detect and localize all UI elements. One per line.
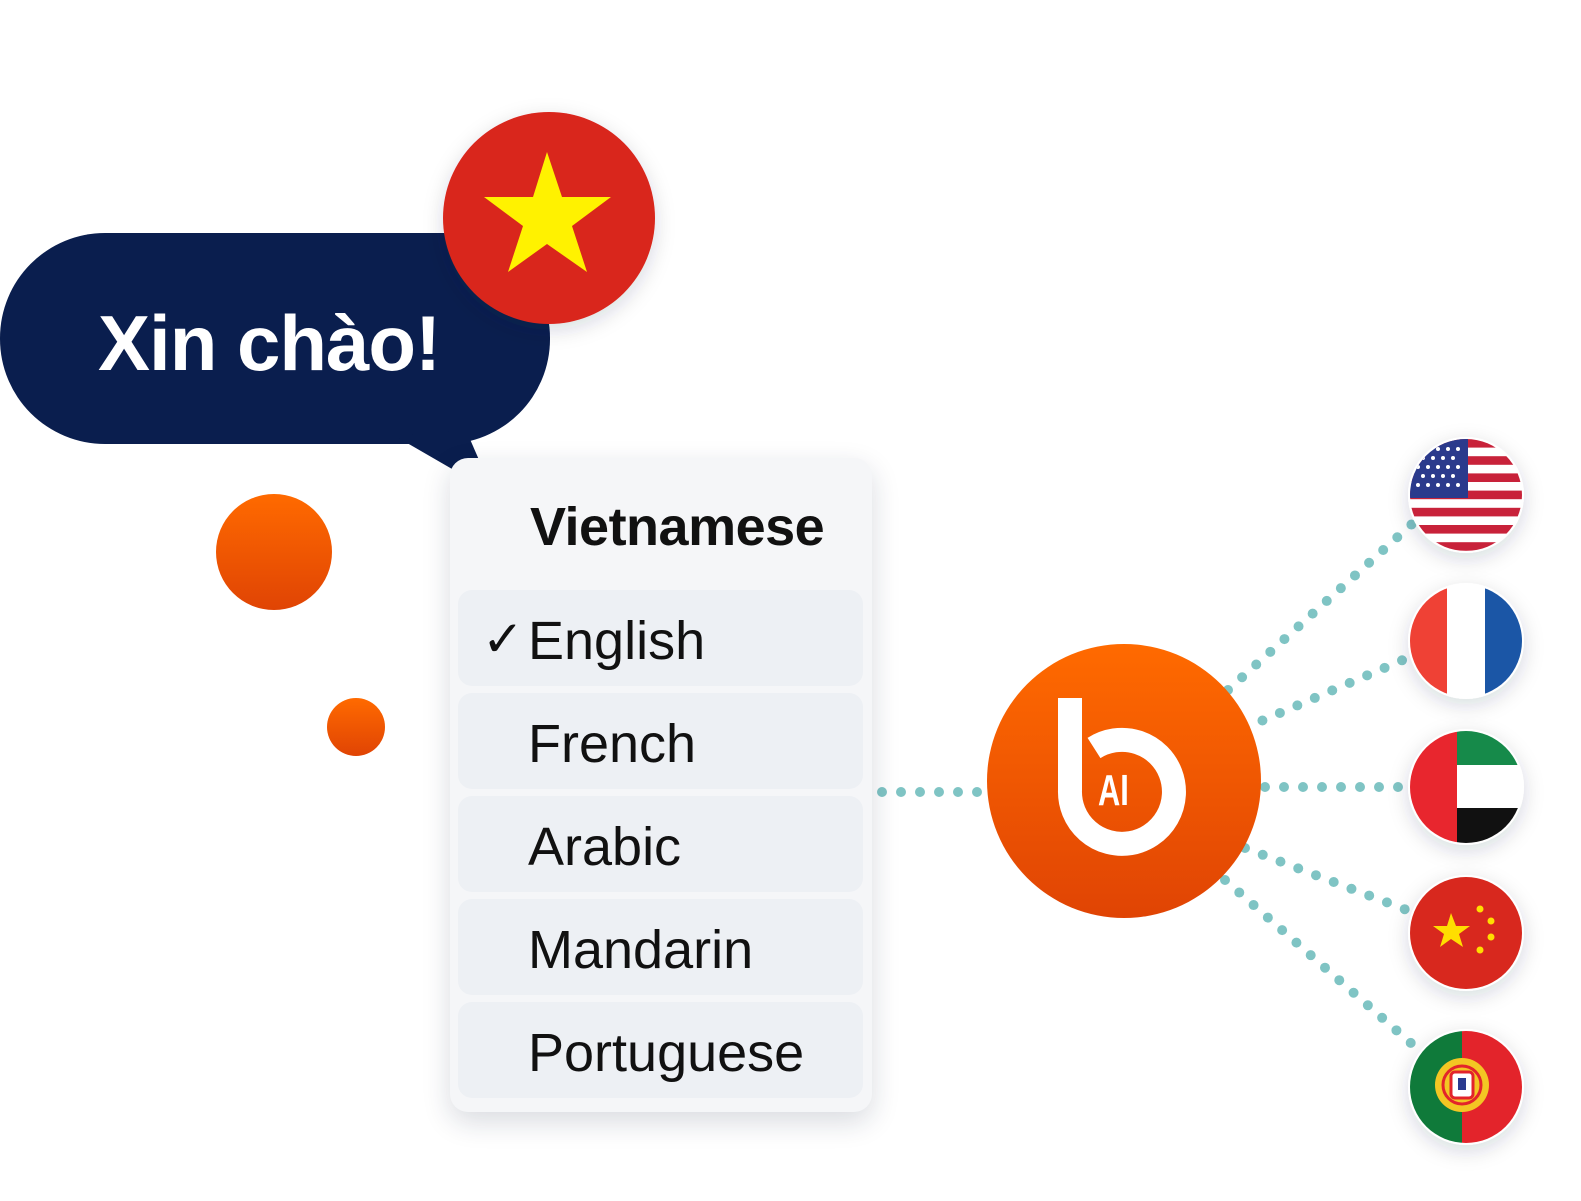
menu-item-mandarin[interactable]: Mandarin [458, 899, 863, 995]
b-ai-logo-icon [987, 644, 1261, 918]
menu-item-label: Portuguese [528, 1023, 805, 1083]
usa-flag-icon [1408, 437, 1524, 553]
france-flag-icon [1408, 583, 1524, 699]
menu-item-label: English [528, 611, 706, 671]
menu-item-arabic[interactable]: Arabic [458, 796, 863, 892]
menu-item-portuguese[interactable]: Portuguese [458, 1002, 863, 1098]
greeting-text: Xin chào! [98, 299, 441, 387]
uae-flag-icon [1408, 729, 1524, 845]
ai-label: AI [1098, 766, 1129, 815]
decorative-dot-small [327, 698, 385, 756]
menu-item-label: French [528, 714, 697, 774]
portugal-flag-icon [1408, 1029, 1524, 1145]
menu-item-label: Arabic [528, 817, 682, 877]
menu-item-french[interactable]: French [458, 693, 863, 789]
vietnam-flag-icon [443, 112, 655, 324]
language-menu[interactable]: Vietnamese ✓ English French Arabic Manda… [450, 458, 872, 1112]
china-flag-icon [1408, 875, 1524, 991]
menu-item-english[interactable]: ✓ English [458, 590, 863, 686]
check-icon: ✓ [482, 611, 524, 667]
decorative-dot-large [216, 494, 332, 610]
connector-lines [877, 519, 1417, 1049]
menu-item-label: Mandarin [528, 920, 754, 980]
menu-header-vietnamese: Vietnamese [530, 497, 825, 557]
